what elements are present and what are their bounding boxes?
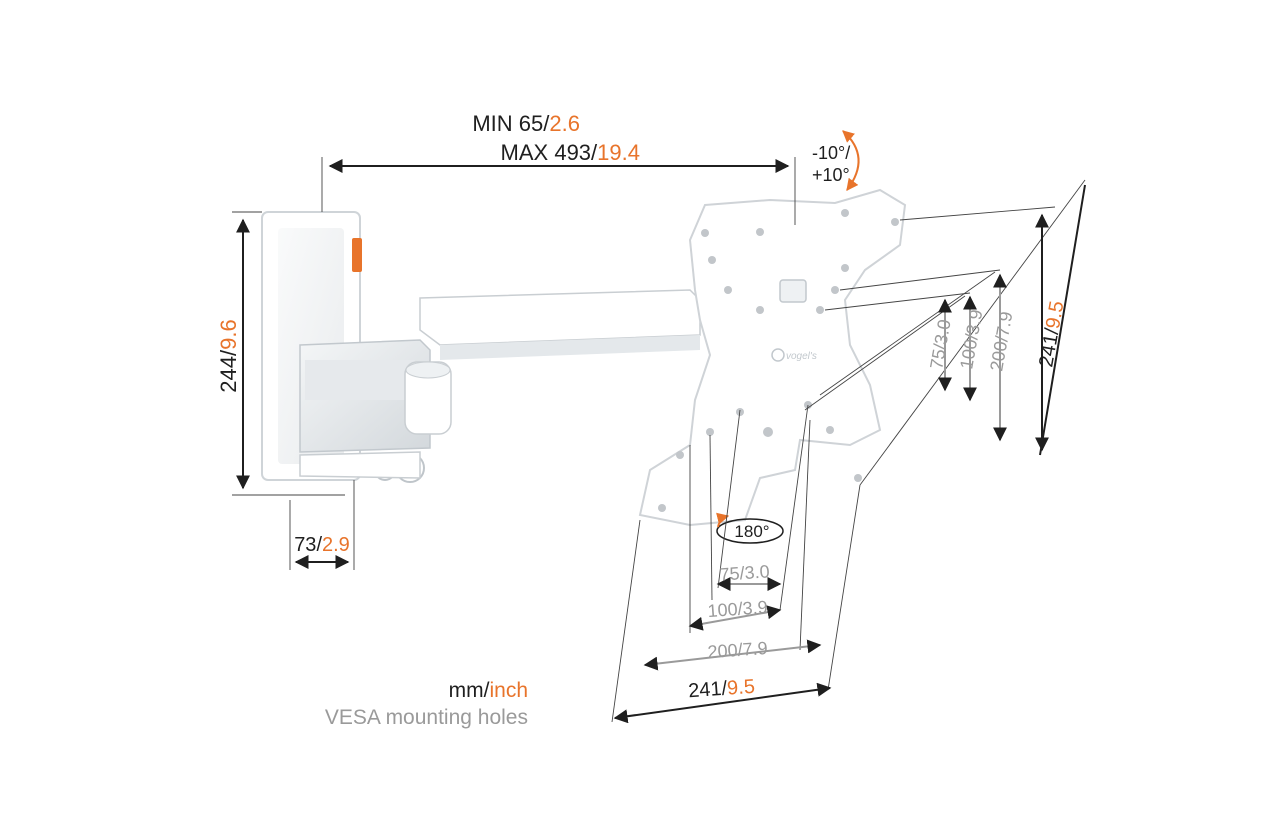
reach-min-label: MIN 65/2.6 — [472, 111, 580, 136]
tilt-up-label: -10°/ — [812, 143, 850, 163]
svg-text:vogel's: vogel's — [786, 351, 817, 362]
vesa-vertical-dimensions — [804, 179, 1086, 486]
vesa-v-200-label: 200/7.9 — [986, 310, 1016, 373]
vesa-caption: VESA mounting holes — [325, 706, 528, 729]
rotation-ring — [716, 518, 784, 544]
vesa-v-241-label: 241/9.5 — [1035, 299, 1068, 369]
vesa-h-75-label: 75/3.0 — [719, 561, 770, 584]
tilt-arrow-icon — [842, 130, 860, 191]
vesa-plate: vogel's — [638, 188, 907, 527]
vesa-h-241-label: 241/9.5 — [688, 676, 756, 703]
reach-max-label: MAX 493/19.4 — [501, 140, 640, 165]
vesa-v-100-label: 100/3.9 — [956, 308, 986, 371]
wall-plate-depth-label: 73/2.9 — [294, 534, 350, 556]
vogels-logo: vogel's — [771, 348, 817, 362]
vesa-v-75-label: 75/3.0 — [926, 318, 954, 371]
vesa-h-100-label: 100/3.9 — [707, 597, 768, 621]
orange-tab — [352, 238, 362, 272]
tilt-down-label: +10° — [812, 165, 850, 185]
vesa-horizontal-dimensions — [611, 404, 861, 724]
units-legend: mm/inch — [449, 679, 528, 702]
vesa-h-200-label: 200/7.9 — [707, 638, 768, 662]
swivel-arm — [299, 289, 701, 483]
wall-plate-height-label: 244/9.6 — [216, 319, 241, 392]
rotation-label: 180° — [734, 522, 769, 541]
